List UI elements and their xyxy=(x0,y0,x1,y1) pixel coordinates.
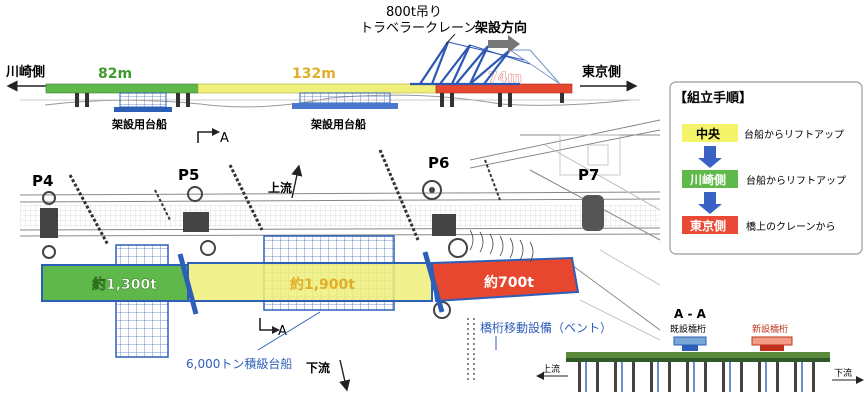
pier-label-p4: P4 xyxy=(32,172,53,190)
kawasaki-side-label: 川崎側 xyxy=(5,64,45,80)
erection-direction-arrow xyxy=(488,35,520,53)
weight-center-label: 約1,900t xyxy=(290,276,355,293)
pier-p4-symbol xyxy=(40,191,58,259)
section-marker-bottom xyxy=(259,318,272,331)
section-downstream-label: 下流 xyxy=(834,367,852,379)
bent-right xyxy=(422,251,445,313)
bent-left xyxy=(177,253,199,315)
tokyo-side-label: 東京側 xyxy=(582,64,621,80)
new-girder-label: 新設橋桁 xyxy=(752,323,788,335)
barge-note-label: 6,000トン積級台船 xyxy=(186,356,292,371)
step-kawasaki-label: 川崎側 xyxy=(689,172,726,187)
procedure-title: 【組立手順】 xyxy=(674,90,752,106)
downstream-arrow xyxy=(339,359,351,392)
erection-direction-label: 架設方向 xyxy=(474,20,527,36)
step-arrow-1 xyxy=(698,146,722,168)
traveler-crane xyxy=(410,41,561,86)
plan-girder-green xyxy=(41,264,189,302)
section-upstream-label: 上流 xyxy=(542,363,560,375)
barge-label-center: 架設用台船 xyxy=(310,117,366,131)
pier-p7-symbol xyxy=(582,195,604,231)
girder-green-segment xyxy=(45,83,199,94)
downstream-label: 下流 xyxy=(306,360,330,375)
pier-label-p5: P5 xyxy=(178,166,199,184)
pier-label-p6: P6 xyxy=(428,154,449,172)
step-tokyo-label: 東京側 xyxy=(690,218,726,233)
barge-label-left: 架設用台船 xyxy=(111,117,167,131)
bent-equipment-label: 橋桁移動設備（ベント） xyxy=(480,320,612,335)
span-right-label: 74m xyxy=(488,70,522,86)
girder-yellow-segment xyxy=(197,83,437,94)
step-arrow-2 xyxy=(698,192,722,214)
procedure-panel: 【組立手順】 中央 台船からリフトアップ 川崎側 台船からリフトアップ 東京側 … xyxy=(669,81,863,255)
step-tokyo-desc: 橋上のクレーンから xyxy=(746,220,836,233)
upstream-label: 上流 xyxy=(268,180,292,195)
span-center-label: 132m xyxy=(292,66,336,82)
span-left-label: 82m xyxy=(98,66,132,82)
weight-left-label: 約1,300t xyxy=(92,276,157,293)
step-center-desc: 台船からリフトアップ xyxy=(744,128,844,141)
section-marker-bottom-label: A xyxy=(278,324,287,339)
step-kawasaki-desc: 台船からリフトアップ xyxy=(746,174,846,187)
pier-p5-symbol xyxy=(183,186,216,256)
section-marker-top-label: A xyxy=(220,131,229,146)
step-tokyo-box xyxy=(682,216,738,234)
pier-label-p7: P7 xyxy=(578,166,599,184)
step-center-box xyxy=(682,124,738,142)
weight-right-label: 約700t xyxy=(484,274,534,291)
crane-label-line1: 800t吊り xyxy=(386,5,442,20)
section-aa: 橋桁移動設備（ベント） A - A 既設橋桁 新設橋桁 xyxy=(480,307,864,392)
crane-label-line2: トラベラークレーン xyxy=(360,21,476,36)
section-marker-top xyxy=(197,131,212,143)
pier-p6-symbol xyxy=(422,180,468,319)
step-kawasaki-box xyxy=(682,170,738,188)
barge-left xyxy=(114,92,172,112)
section-aa-title: A - A xyxy=(674,307,707,321)
plan-girder-yellow xyxy=(187,262,433,302)
step-center-label: 中央 xyxy=(696,126,721,141)
plan-view: P4 P5 P6 P7 上流 xyxy=(19,119,661,392)
barge-center xyxy=(292,92,398,109)
elevation-view: 川崎側 東京側 82m 132m 74m 架設用台船 架設用台船 xyxy=(5,5,640,146)
existing-girder-label: 既設橋桁 xyxy=(670,323,706,335)
upstream-arrow xyxy=(291,164,303,199)
